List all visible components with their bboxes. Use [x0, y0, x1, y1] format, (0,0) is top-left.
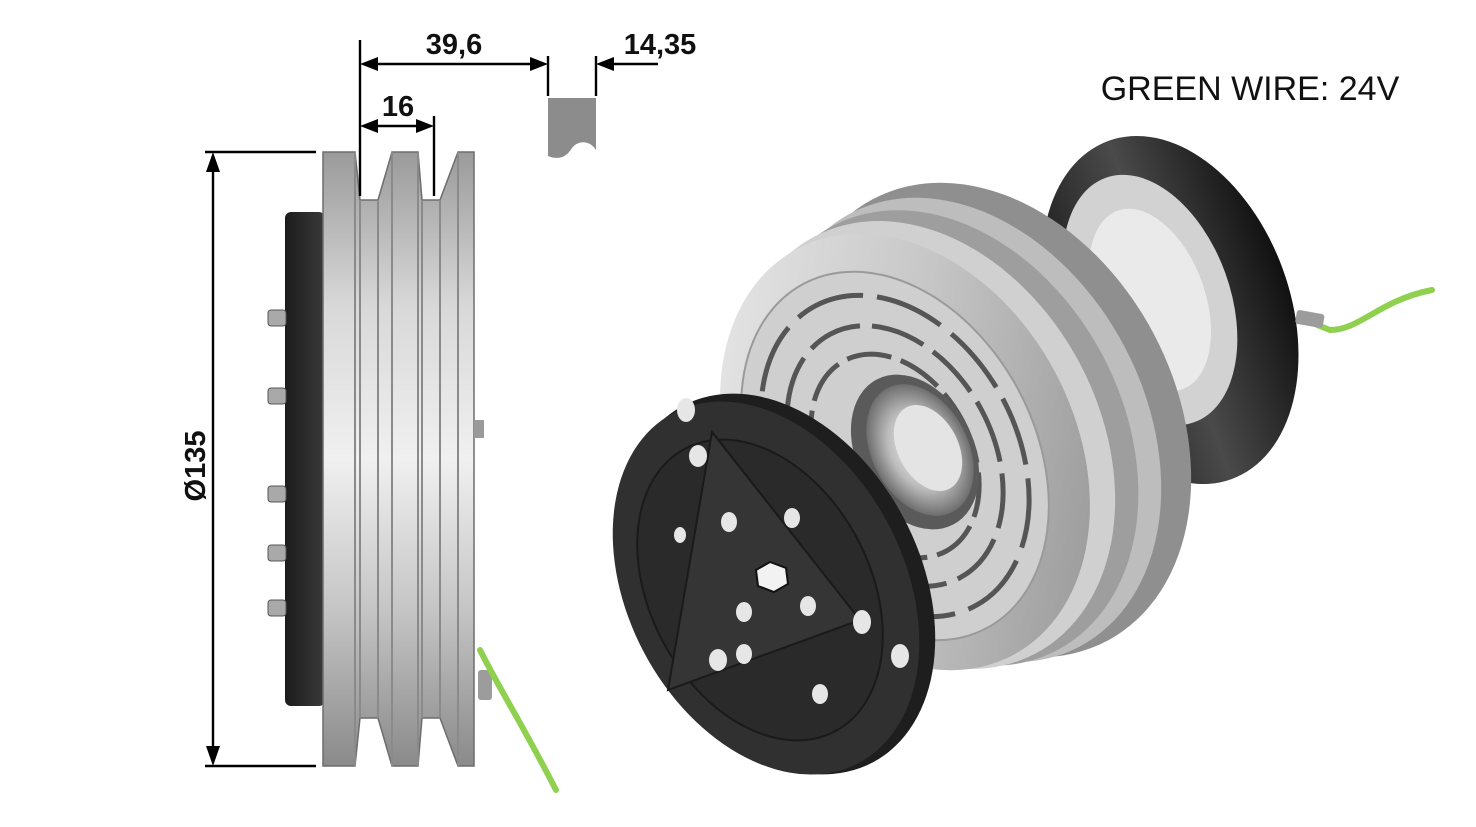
wire-label: GREEN WIRE: 24V [1101, 70, 1400, 108]
spider-plate [666, 429, 862, 692]
green-wire-iso [1297, 287, 1435, 334]
dim-groove-profile: 14,35 [624, 29, 697, 61]
wire-connector [478, 670, 492, 700]
groove-lines [354, 152, 459, 766]
wire-terminal [1295, 310, 1325, 328]
hub-plate-iso [612, 393, 936, 775]
plate-holes [674, 398, 909, 704]
dimension-lines [205, 40, 658, 768]
side-view [267, 151, 559, 793]
dim-diameter: Ø135 [180, 431, 212, 502]
green-wire-side [477, 647, 559, 793]
side-pin [474, 420, 484, 438]
hub-plate [285, 212, 325, 706]
hex-bore [754, 560, 790, 594]
hub-studs [267, 309, 287, 617]
dim-groove-pitch: 16 [382, 91, 414, 123]
dim-overall-width: 39,6 [426, 29, 482, 61]
groove-profile [548, 98, 596, 158]
exploded-view [612, 135, 1435, 775]
pulley-iso [720, 182, 1192, 671]
pulley-body [322, 151, 475, 767]
